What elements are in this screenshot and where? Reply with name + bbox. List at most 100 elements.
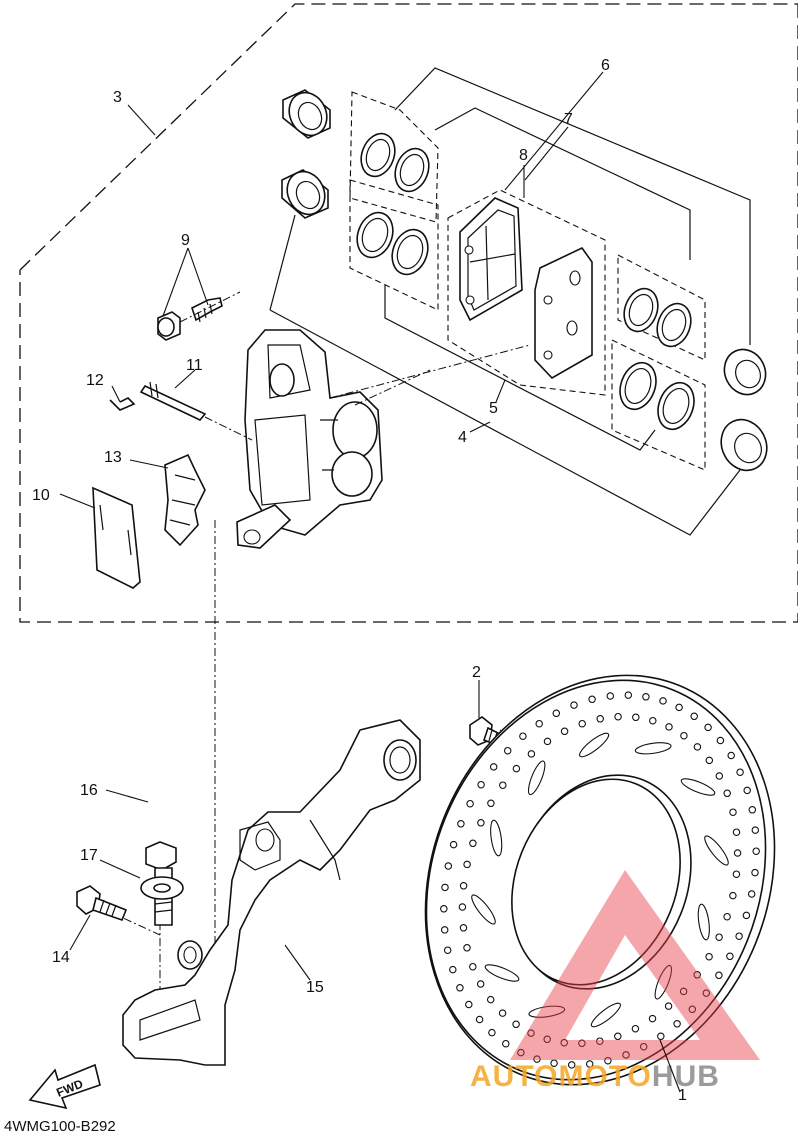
caliper-bracket [122, 719, 421, 1066]
drill-hole [622, 1051, 630, 1059]
drill-hole [715, 971, 723, 980]
drill-hole [732, 828, 741, 836]
drill-hole [502, 1039, 510, 1048]
piston-upper-right [723, 348, 767, 396]
watermark-triangle-icon [510, 870, 760, 1060]
callout-9: 9 [181, 232, 190, 249]
disc-slot [654, 964, 673, 1000]
drill-hole [550, 1059, 558, 1067]
caliper-assembly-boundary [19, 3, 798, 623]
drill-hole [715, 933, 723, 941]
callout-11: 11 [186, 357, 203, 374]
drill-hole [735, 932, 743, 940]
bleed-screw-set [157, 291, 241, 341]
drill-hole [469, 839, 477, 848]
seal-rings-right [619, 287, 695, 431]
drill-hole [751, 826, 760, 834]
drill-hole [733, 849, 742, 857]
brake-disc [424, 674, 776, 1086]
drill-hole [665, 723, 673, 731]
drill-hole [498, 1009, 507, 1017]
drill-hole [477, 819, 485, 827]
drill-hole [631, 1024, 640, 1033]
drill-hole [499, 781, 507, 789]
callout-numbers: 1 2 3 4 5 6 7 8 9 10 11 12 13 14 15 16 1… [32, 57, 687, 1104]
piston-seal-group-right [611, 254, 706, 471]
drill-hole [512, 1020, 520, 1029]
callout-6-7-brackets [269, 67, 751, 536]
callout-6: 6 [601, 57, 610, 74]
disc-slot [680, 778, 716, 796]
drill-hole [704, 723, 712, 732]
disc-drill-holes [440, 691, 760, 1069]
drill-hole [723, 912, 731, 921]
drill-hole [560, 1038, 568, 1047]
drill-hole [702, 989, 711, 997]
drill-hole [690, 712, 698, 721]
drill-hole [657, 1032, 665, 1041]
drill-hole [705, 756, 714, 765]
drill-hole [552, 709, 561, 718]
drill-hole [477, 780, 485, 789]
bracket-washer [140, 876, 184, 900]
drill-hole [458, 903, 467, 911]
brake-pad-inner [459, 197, 523, 322]
drill-hole [614, 1032, 622, 1041]
drill-hole [639, 1042, 648, 1051]
drill-hole [535, 719, 543, 728]
drill-hole [560, 727, 569, 736]
drill-hole [578, 1039, 586, 1048]
drill-hole [596, 715, 604, 723]
drill-hole [459, 924, 468, 932]
bracket-bolt-short [76, 885, 128, 922]
drill-hole [440, 926, 449, 934]
leader-lines [59, 71, 681, 1093]
drill-hole [476, 980, 485, 988]
drill-hole [649, 716, 657, 725]
drill-hole [449, 840, 458, 849]
drill-hole [688, 1005, 697, 1014]
callout-14: 14 [52, 949, 70, 966]
callout-4: 4 [458, 429, 467, 446]
callout-12: 12 [86, 372, 104, 389]
drill-hole [443, 946, 452, 954]
brake-pad-outer [534, 246, 593, 380]
drill-hole [517, 1048, 525, 1057]
drill-hole [466, 799, 474, 808]
disc-slot [471, 894, 496, 925]
drill-hole [456, 984, 464, 992]
drill-hole [748, 806, 757, 814]
drill-hole [578, 719, 586, 728]
forward-direction-arrow: FWD [28, 1063, 101, 1110]
drill-hole [729, 891, 737, 900]
drill-hole [659, 697, 667, 705]
drill-hole [648, 1014, 657, 1023]
brake-pad-group-boundary [447, 189, 606, 396]
drill-hole [543, 737, 552, 746]
drill-hole [475, 1015, 484, 1024]
drill-hole [732, 870, 741, 878]
drill-hole [729, 808, 737, 816]
disc-slot [527, 760, 546, 796]
disc-slot [697, 903, 710, 941]
drill-hole [664, 1002, 673, 1010]
disc-slot [590, 1002, 621, 1028]
drill-hole [673, 1020, 681, 1028]
drill-hole [503, 746, 512, 755]
drill-hole [726, 952, 734, 961]
callout-10: 10 [32, 487, 50, 504]
pin-clip [109, 397, 136, 411]
disc-slot [490, 819, 503, 857]
drill-hole [585, 1060, 594, 1068]
drill-hole [693, 971, 701, 979]
drill-hole [519, 732, 527, 740]
drill-hole [614, 712, 622, 721]
drill-hole [723, 789, 731, 798]
callout-1: 1 [678, 1087, 687, 1104]
callout-15: 15 [306, 979, 324, 996]
drill-hole [679, 987, 688, 996]
drill-hole [441, 883, 449, 892]
drill-hole [527, 750, 536, 758]
drill-hole [606, 692, 615, 700]
